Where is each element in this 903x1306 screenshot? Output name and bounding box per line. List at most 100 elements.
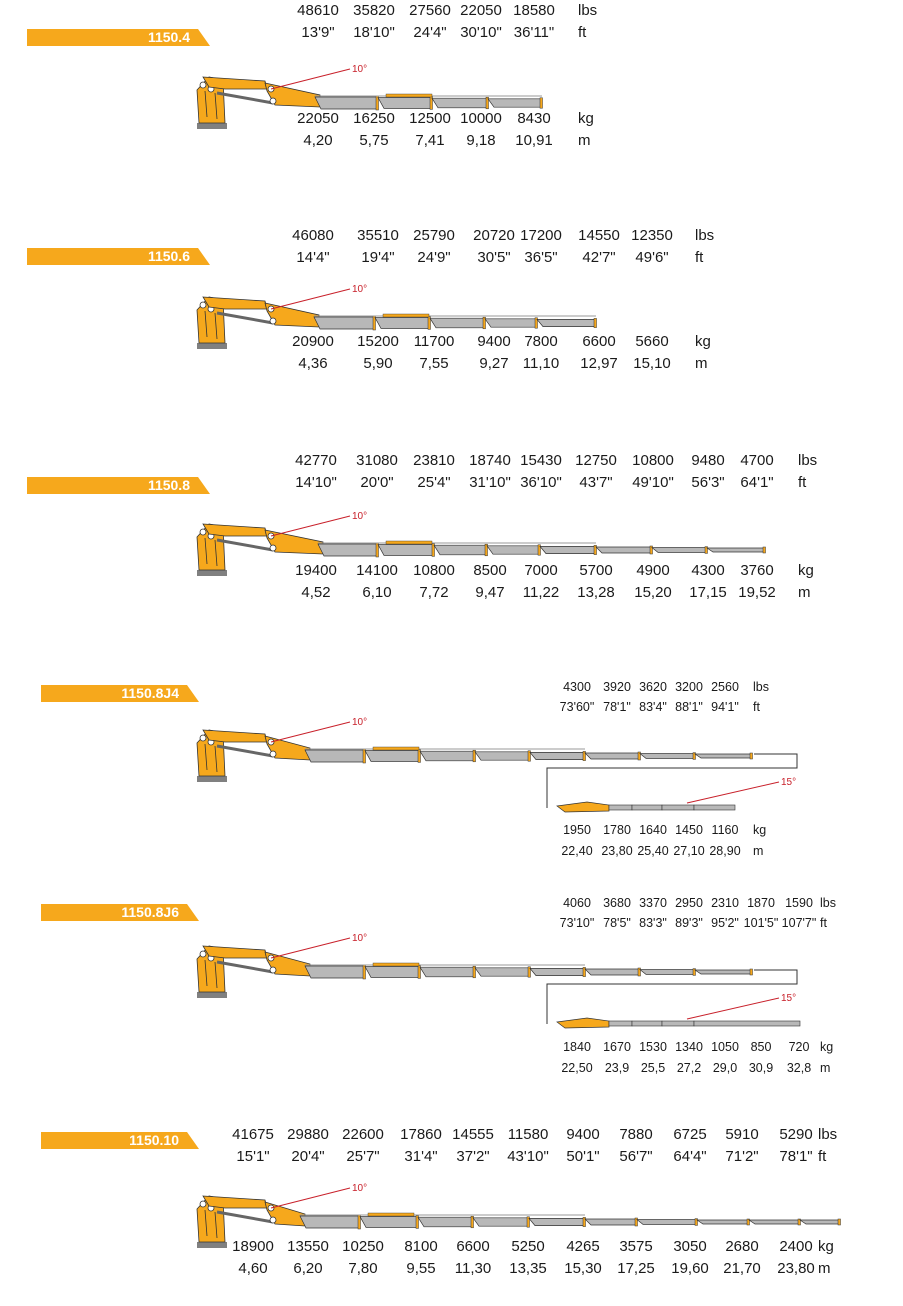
reach-m-value: 9,55 — [406, 1260, 436, 1277]
capacity-lbs-value: 7880 — [619, 1126, 653, 1143]
boom-extension-segment — [484, 318, 538, 328]
reach-m-value: 23,9 — [604, 1061, 630, 1075]
capacity-kg-value: 10250 — [342, 1238, 384, 1255]
reach-ft-value: 78'1" — [779, 1148, 813, 1165]
capacity-lbs-value: 3920 — [603, 680, 631, 694]
angle-line — [270, 721, 351, 743]
capacity-kg-unit: kg — [820, 1040, 834, 1054]
capacity-lbs-value: 17200 — [520, 227, 562, 244]
reach-ft-value: 36'11" — [513, 24, 555, 41]
crane-outer-boom — [264, 302, 320, 328]
reach-m-value: 30,9 — [748, 1061, 774, 1075]
capacity-lbs-value: 17860 — [400, 1126, 442, 1143]
capacity-kg-value: 8100 — [404, 1238, 438, 1255]
capacity-kg-unit: kg — [753, 823, 767, 837]
crane-main-boom — [202, 76, 268, 90]
boom-extension-segment — [595, 546, 653, 554]
reach-m-value: 5,90 — [363, 355, 393, 372]
boom-extension-segment — [377, 97, 433, 109]
capacity-kg-value: 3575 — [619, 1238, 653, 1255]
capacity-kg-value: 19400 — [295, 562, 337, 579]
reach-m-value: 9,18 — [466, 132, 496, 149]
reach-ft-value: 31'10" — [469, 474, 511, 491]
capacity-kg-value: 15200 — [357, 333, 399, 350]
reach-m-value: 19,60 — [671, 1260, 709, 1277]
crane-diagram: 10°15° — [196, 717, 798, 813]
reach-ft-value: 13'9" — [301, 24, 335, 41]
crane-main-boom — [202, 523, 268, 537]
capacity-lbs-value: 22600 — [342, 1126, 384, 1143]
capacity-lbs-value: 46080 — [292, 227, 334, 244]
capacity-kg-value: 1840 — [563, 1040, 591, 1054]
reach-m-value: 6,20 — [293, 1260, 323, 1277]
capacity-kg-value: 2680 — [725, 1238, 759, 1255]
reach-m-value: 5,75 — [359, 132, 389, 149]
capacity-lbs-unit: lbs — [798, 452, 818, 469]
boom-extension-segment — [639, 969, 696, 975]
capacity-lbs-unit: lbs — [695, 227, 715, 244]
capacity-lbs-unit: lbs — [820, 896, 836, 910]
capacity-lbs-value: 9480 — [691, 452, 725, 469]
reach-ft-value: 36'10" — [520, 474, 562, 491]
reach-ft-value: 56'7" — [619, 1148, 653, 1165]
capacity-kg-value: 2400 — [779, 1238, 813, 1255]
jib-connector — [546, 753, 798, 808]
capacity-kg-value: 4300 — [691, 562, 725, 579]
capacity-kg-value: 1950 — [563, 823, 591, 837]
crane-diagram: 10° — [196, 1183, 841, 1248]
boom-extension-segment — [747, 1219, 801, 1225]
capacity-kg-value: 13550 — [287, 1238, 329, 1255]
capacity-lbs-value: 3680 — [603, 896, 631, 910]
boom-extension-segment — [304, 749, 366, 763]
capacity-kg-unit: kg — [695, 333, 711, 350]
boom-extension-segment — [539, 546, 597, 554]
capacity-lbs-value: 48610 — [297, 2, 339, 19]
capacity-kg-value: 9400 — [477, 333, 511, 350]
boom-extension-segment — [419, 966, 476, 978]
crane-diagram: 10°15° — [196, 933, 801, 1029]
capacity-lbs-value: 22050 — [460, 2, 502, 19]
jib-segment — [693, 804, 736, 811]
boom-extension-segment — [317, 543, 379, 557]
reach-ft-value: 107'7" — [781, 916, 817, 930]
crane-diagram: 10° — [196, 511, 766, 576]
reach-m-value: 6,10 — [362, 584, 392, 601]
reach-m-value: 21,70 — [723, 1260, 761, 1277]
capacity-lbs-value: 14555 — [452, 1126, 494, 1143]
capacity-lbs-value: 1870 — [747, 896, 775, 910]
capacity-kg-value: 4265 — [566, 1238, 600, 1255]
capacity-kg-value: 1340 — [675, 1040, 703, 1054]
boom-extension-segment — [299, 1215, 361, 1229]
capacity-kg-value: 1050 — [711, 1040, 739, 1054]
reach-m-value: 9,47 — [475, 584, 505, 601]
capacity-lbs-value: 4060 — [563, 896, 591, 910]
capacity-kg-value: 14100 — [356, 562, 398, 579]
reach-ft-unit: ft — [578, 24, 587, 41]
jib-base — [556, 801, 610, 813]
capacity-lbs-value: 5910 — [725, 1126, 759, 1143]
boom-extension-segment — [474, 967, 531, 977]
reach-m-unit: m — [818, 1260, 831, 1277]
boom-extension-segment — [304, 965, 366, 979]
capacity-kg-value: 11700 — [413, 333, 455, 350]
capacity-kg-value: 1160 — [711, 823, 739, 837]
capacity-lbs-value: 3200 — [675, 680, 703, 694]
crane-main-boom — [202, 945, 268, 959]
jib-angle-label: 15° — [781, 993, 796, 1004]
reach-ft-value: 73'10" — [559, 916, 595, 930]
crane-main-boom — [202, 1195, 268, 1209]
capacity-kg-value: 4900 — [636, 562, 670, 579]
capacity-lbs-value: 18740 — [469, 452, 511, 469]
reach-ft-value: 15'1" — [236, 1148, 270, 1165]
capacity-lbs-value: 35510 — [357, 227, 399, 244]
reach-m-unit: m — [820, 1061, 831, 1075]
reach-ft-value: 78'1" — [603, 700, 631, 714]
reach-ft-value: 73'60" — [559, 700, 595, 714]
reach-m-value: 4,20 — [303, 132, 333, 149]
reach-ft-value: 95'2" — [711, 916, 739, 930]
capacity-kg-value: 16250 — [353, 110, 395, 127]
reach-m-value: 27,2 — [676, 1061, 702, 1075]
boom-extension-segment — [433, 544, 488, 556]
